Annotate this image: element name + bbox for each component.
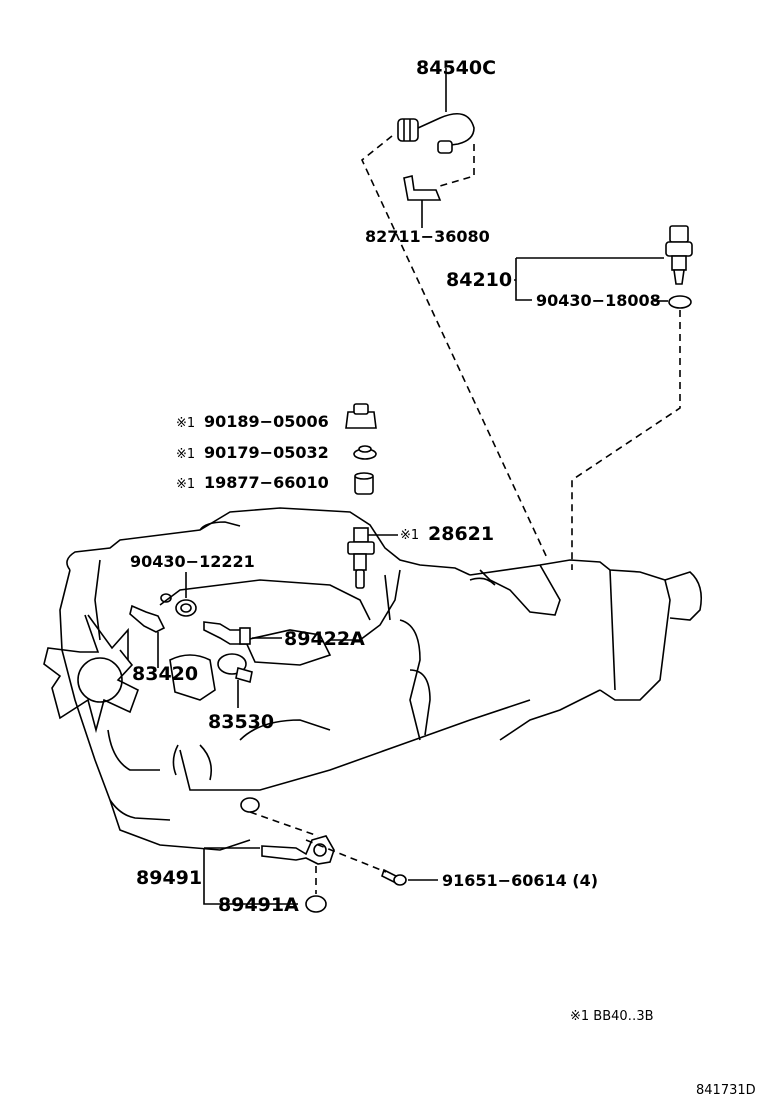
label-90430-12221: 90430−12221 <box>130 552 255 571</box>
label-90179-05032: 90179−05032 <box>204 443 329 462</box>
label-89422A: 89422A <box>284 628 365 650</box>
part-91651-bolt <box>381 868 407 886</box>
part-82711-clamp <box>403 175 442 228</box>
label-89491A: 89491A <box>218 894 299 916</box>
part-28621 <box>347 527 398 589</box>
part-90430-18008-gasket <box>668 295 692 309</box>
label-91651-60614: 91651−60614 (4) <box>442 871 598 890</box>
part-90189-05006 <box>345 403 377 429</box>
part-89422A <box>203 621 251 645</box>
label-89491: 89491 <box>136 867 202 889</box>
part-90179-05032 <box>353 445 377 460</box>
dash-84540C-to-trans <box>361 135 549 561</box>
figure-id: 841731D <box>696 1083 756 1098</box>
note-mark-2: ※1 <box>176 447 195 462</box>
note-mark-4: ※1 <box>400 528 419 543</box>
bracket-84210 <box>514 257 664 301</box>
part-90430-12221-gasket <box>175 599 197 617</box>
label-84210: 84210 <box>446 269 512 291</box>
label-83530: 83530 <box>208 711 274 733</box>
footnote: ※1 BB40‥3B <box>570 1009 654 1024</box>
note-mark-1: ※1 <box>176 416 195 431</box>
part-84540C <box>397 68 475 154</box>
engine-outline <box>43 507 703 851</box>
note-mark-3: ※1 <box>176 477 195 492</box>
label-19877-66010: 19877−66010 <box>204 473 329 492</box>
label-83420: 83420 <box>132 663 198 685</box>
label-82711-36080: 82711−36080 <box>365 227 490 246</box>
part-19877-66010 <box>354 472 374 495</box>
part-84210-switch <box>665 225 693 309</box>
label-84540C: 84540C <box>416 57 496 79</box>
label-28621: 28621 <box>428 523 494 545</box>
label-90189-05006: 90189−05006 <box>204 412 329 431</box>
dash-84210-to-trans <box>571 310 681 570</box>
part-89491A-ring <box>305 895 327 913</box>
label-90430-18008: 90430−18008 <box>536 291 661 310</box>
part-83420 <box>129 604 166 633</box>
bracket-89491 <box>203 847 298 905</box>
part-83530 <box>217 653 253 684</box>
